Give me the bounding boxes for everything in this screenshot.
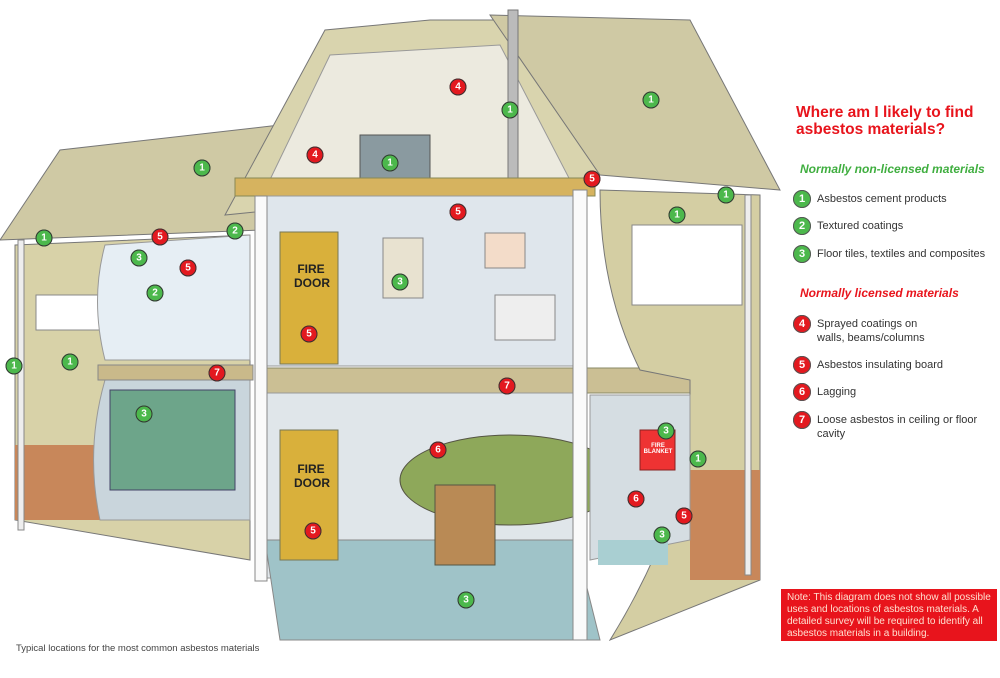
licensed-marker-icon: 5 <box>449 203 467 221</box>
licensed-marker-icon: 5 <box>179 259 197 277</box>
non-licensed-marker-icon: 1 <box>668 206 686 224</box>
legend-item: 7 Loose asbestos in ceiling or floor cavi… <box>793 411 998 441</box>
licensed-heading: Normally licensed materials <box>800 286 959 300</box>
legend-item: 4 Sprayed coatings on walls, beams/column… <box>793 315 943 345</box>
legend: Where am I likely to find asbestos mater… <box>796 104 996 138</box>
caption: Typical locations for the most common as… <box>16 643 260 654</box>
non-licensed-marker-icon: 1 <box>35 229 53 247</box>
non-licensed-marker-icon: 1 <box>642 91 660 109</box>
licensed-marker-icon: 7 <box>208 364 226 382</box>
green-badge-icon: 2 <box>793 217 811 235</box>
green-badge-icon: 3 <box>793 245 811 263</box>
non-licensed-marker-icon: 1 <box>61 353 79 371</box>
legend-item: 2 Textured coatings <box>793 217 993 235</box>
legend-item-label: Asbestos insulating board <box>817 359 943 371</box>
licensed-marker-icon: 5 <box>675 507 693 525</box>
bathroom <box>97 234 251 361</box>
non-licensed-marker-icon: 2 <box>146 284 164 302</box>
fire-door-upper-label: FIRE DOOR <box>294 262 330 290</box>
fire-door-lower-label: FIRE DOOR <box>294 462 330 490</box>
red-badge-icon: 4 <box>793 315 811 333</box>
legend-item: 5 Asbestos insulating board <box>793 356 993 374</box>
red-badge-icon: 5 <box>793 356 811 374</box>
legend-item-label: Sprayed coatings on walls, beams/columns <box>817 318 925 344</box>
non-licensed-marker-icon: 3 <box>457 591 475 609</box>
red-badge-icon: 6 <box>793 383 811 401</box>
legend-item: 6 Lagging <box>793 383 993 401</box>
licensed-marker-icon: 4 <box>306 146 324 164</box>
non-licensed-marker-icon: 1 <box>689 450 707 468</box>
legend-item-label: Asbestos cement products <box>817 193 947 205</box>
licensed-marker-icon: 5 <box>304 522 322 540</box>
red-badge-icon: 7 <box>793 411 811 429</box>
licensed-marker-icon: 5 <box>583 170 601 188</box>
non-licensed-marker-icon: 1 <box>501 101 519 119</box>
non-licensed-marker-icon: 1 <box>381 154 399 172</box>
right-roof <box>489 14 781 191</box>
non-licensed-heading: Normally non-licensed materials <box>800 162 985 176</box>
non-licensed-marker-icon: 1 <box>717 186 735 204</box>
green-badge-icon: 1 <box>793 190 811 208</box>
non-licensed-marker-icon: 1 <box>193 159 211 177</box>
legend-item-label: Lagging <box>817 386 857 398</box>
non-licensed-marker-icon: 3 <box>130 249 148 267</box>
licensed-marker-icon: 5 <box>151 228 169 246</box>
legend-item: 3 Floor tiles, textiles and composites <box>793 245 993 263</box>
non-licensed-marker-icon: 3 <box>135 405 153 423</box>
non-licensed-marker-icon: 3 <box>653 526 671 544</box>
non-licensed-marker-icon: 3 <box>657 422 675 440</box>
legend-title: Where am I likely to find asbestos mater… <box>796 104 974 138</box>
licensed-marker-icon: 4 <box>449 78 467 96</box>
licensed-marker-icon: 5 <box>300 325 318 343</box>
licensed-marker-icon: 7 <box>498 377 516 395</box>
brick-base <box>15 445 105 520</box>
licensed-marker-icon: 6 <box>627 490 645 508</box>
legend-item: 1 Asbestos cement products <box>793 190 993 208</box>
disclaimer-note: Note: This diagram does not show all pos… <box>781 589 997 641</box>
non-licensed-marker-icon: 3 <box>391 273 409 291</box>
legend-item-label: Floor tiles, textiles and composites <box>817 248 986 260</box>
non-licensed-marker-icon: 2 <box>226 222 244 240</box>
fire-blanket-label: FIRE BLANKET <box>643 443 673 455</box>
legend-item-label: Textured coatings <box>817 220 904 232</box>
legend-item-label: Loose asbestos in ceiling or floor cavit… <box>817 414 978 440</box>
licensed-marker-icon: 6 <box>429 441 447 459</box>
non-licensed-marker-icon: 1 <box>5 357 23 375</box>
